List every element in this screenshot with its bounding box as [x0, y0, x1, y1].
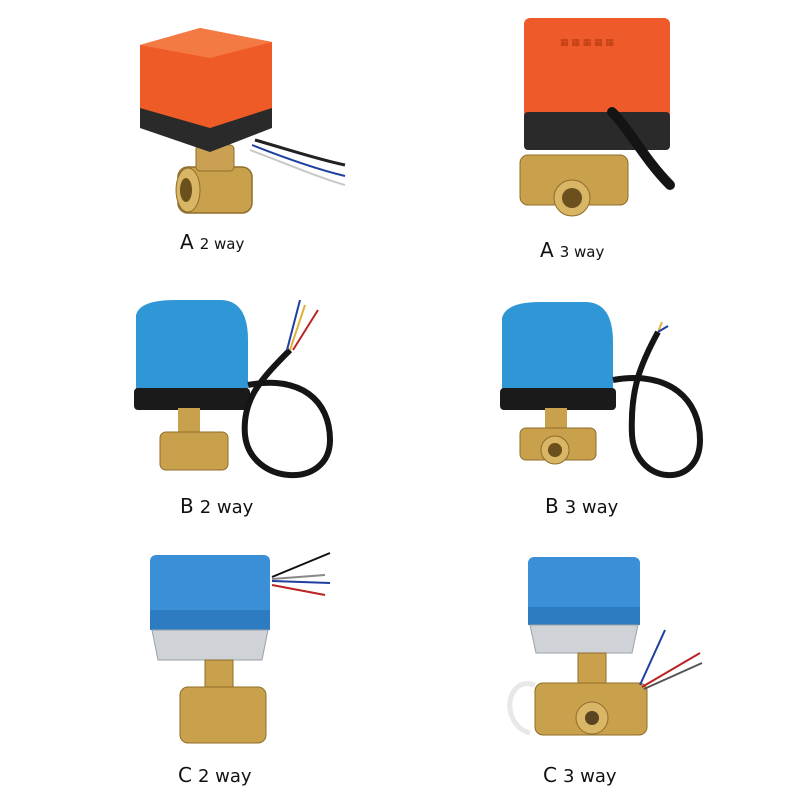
valve-c-3way-photo [507, 557, 703, 736]
caption-letter: A [180, 230, 194, 254]
caption-letter: C [178, 763, 192, 787]
valve-c-2way-photo [150, 552, 331, 744]
svg-text:▦ ▦ ▦ ▦ ▦: ▦ ▦ ▦ ▦ ▦ [560, 38, 614, 48]
valve-b-3way-photo [500, 302, 704, 479]
product-a-3way: ▦ ▦ ▦ ▦ ▦ A 3 way [400, 0, 800, 270]
caption-way: 2 way [199, 235, 245, 253]
product-a-2way: A 2 way [0, 0, 400, 270]
caption-way: 3 way [562, 766, 617, 787]
caption-letter: A [540, 238, 554, 262]
caption-way: 3 way [564, 497, 619, 518]
caption-letter: C [543, 763, 557, 787]
caption-letter: B [545, 494, 559, 518]
caption-way: 3 way [559, 243, 605, 261]
caption-a-3way: A 3 way [540, 238, 604, 262]
valve-a-3way-photo: ▦ ▦ ▦ ▦ ▦ [519, 18, 675, 217]
valve-a-2way-photo [140, 28, 346, 214]
caption-way: 2 way [197, 766, 252, 787]
caption-letter: B [180, 494, 194, 518]
valve-b-2way-photo [134, 299, 334, 478]
caption-a-2way: A 2 way [180, 230, 244, 254]
caption-way: 2 way [199, 497, 254, 518]
